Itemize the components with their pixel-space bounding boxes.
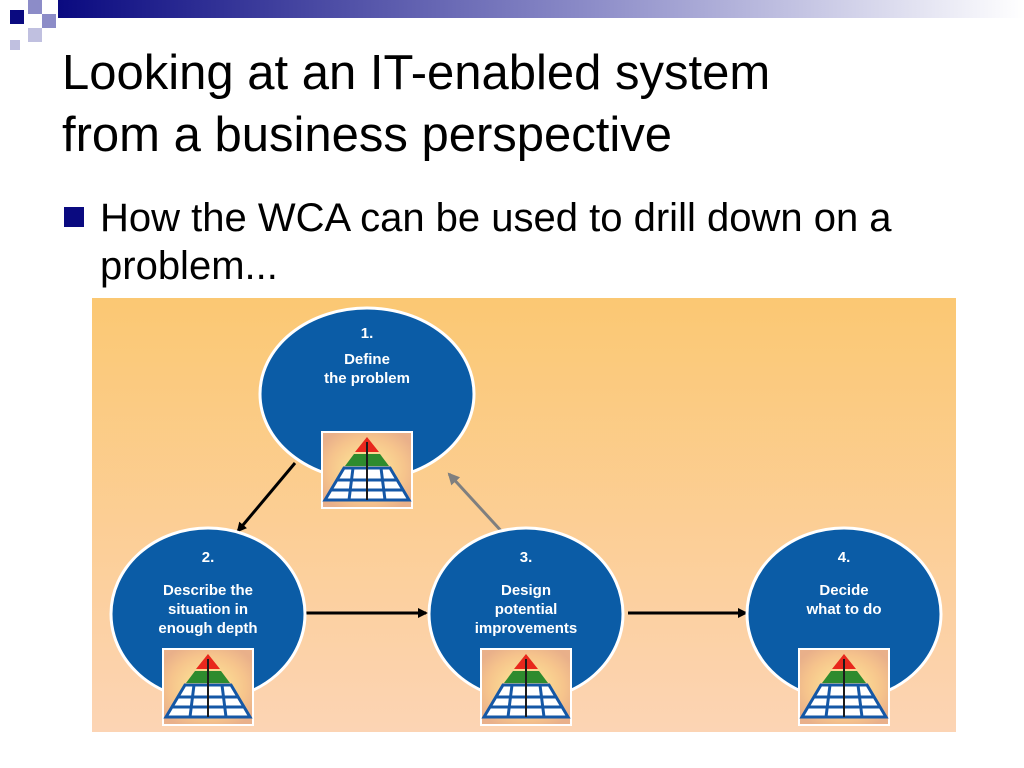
title-line-2: from a business perspective	[62, 108, 673, 162]
step-4-line-2: what to do	[806, 601, 882, 618]
step-4: 4. Decide what to do	[745, 526, 943, 727]
step-2-line-1: Describe the	[163, 582, 253, 599]
step-2-line-2: situation in	[168, 601, 248, 618]
arrow-1-to-2	[236, 462, 297, 533]
step-1-line-2: the problem	[324, 370, 410, 387]
step-4-number: 4.	[838, 549, 851, 566]
step-3: 3. Design potential improvements	[427, 526, 625, 727]
wca-pyramid-icon	[320, 430, 414, 510]
step-3-number: 3.	[520, 549, 533, 566]
step-2-number: 2.	[202, 549, 215, 566]
bullet-square-icon	[64, 207, 84, 227]
slide-title: Looking at an IT-enabled system from a b…	[62, 42, 1002, 166]
step-3-line-2: potential	[495, 601, 558, 618]
step-1: 1. Define the problem	[258, 306, 476, 510]
step-3-line-1: Design	[501, 582, 551, 599]
wca-pyramid-icon	[797, 647, 891, 727]
title-decoration	[10, 0, 1024, 50]
step-3-line-3: improvements	[475, 620, 578, 637]
step-2: 2. Describe the situation in enough dept…	[109, 526, 307, 727]
arrow-3-to-1	[447, 472, 506, 536]
step-2-line-3: enough depth	[158, 620, 257, 637]
bullet-text: How the WCA can be used to drill down on…	[100, 196, 892, 288]
wca-process-diagram: 1. Define the problem 2. Describe the si…	[92, 298, 956, 732]
title-line-1: Looking at an IT-enabled system	[62, 46, 771, 100]
step-1-number: 1.	[361, 325, 374, 342]
step-1-line-1: Define	[344, 351, 390, 368]
step-4-line-1: Decide	[819, 582, 868, 599]
wca-pyramid-icon	[161, 647, 255, 727]
wca-pyramid-icon	[479, 647, 573, 727]
